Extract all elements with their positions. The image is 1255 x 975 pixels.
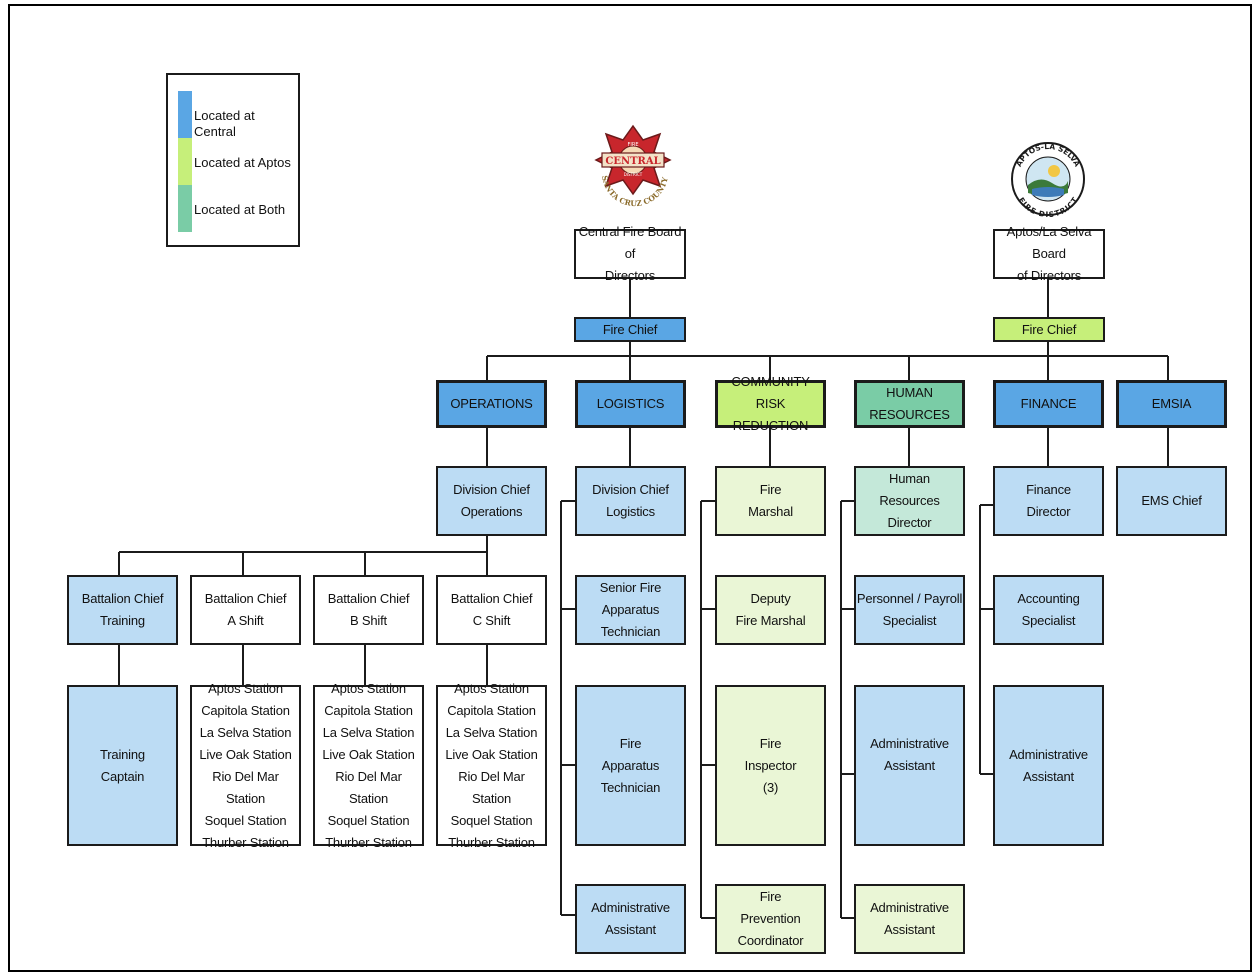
legend-swatch-both: [178, 185, 192, 232]
central-fire-chief-box: Fire Chief: [574, 317, 686, 342]
aptos-board-box: Aptos/La Selva Board of Directors: [993, 224, 1105, 283]
dept-operations: OPERATIONS: [436, 380, 547, 428]
battalion-chief-c-shift: Battalion Chief C Shift: [436, 575, 547, 645]
finance-administrative-assistant: Administrative Assistant: [993, 685, 1104, 846]
stations-b-shift: Aptos Station Capitola Station La Selva …: [313, 681, 424, 850]
dept-finance: FINANCE: [993, 380, 1104, 428]
fire-inspector: Fire Inspector (3): [715, 685, 826, 846]
dept-community-risk-reduction: COMMUNITY RISK REDUCTION: [715, 374, 826, 433]
accounting-specialist: Accounting Specialist: [993, 575, 1104, 645]
fire-marshal: Fire Marshal: [715, 466, 826, 536]
senior-fire-apparatus-technician: Senior Fire Apparatus Technician: [575, 575, 686, 645]
legend: Located at Central Located at Aptos Loca…: [166, 73, 300, 247]
stations-c-shift: Aptos Station Capitola Station La Selva …: [436, 681, 547, 850]
aptos-la-selva-logo: APTOS-LA SELVA FIRE DISTRICT: [1011, 142, 1085, 217]
central-board-box: Central Fire Board of Directors: [574, 224, 686, 283]
division-chief-operations: Division Chief Operations: [436, 466, 547, 536]
hr-administrative-assistant-aptos: Administrative Assistant: [854, 884, 965, 954]
division-chief-logistics: Division Chief Logistics: [575, 466, 686, 536]
dept-logistics: LOGISTICS: [575, 380, 686, 428]
central-logo-top: FIRE: [628, 142, 639, 148]
hr-administrative-assistant-central: Administrative Assistant: [854, 685, 965, 846]
human-resources-director: Human Resources Director: [854, 466, 965, 536]
logistics-administrative-assistant: Administrative Assistant: [575, 884, 686, 954]
legend-swatch-central: [178, 91, 192, 138]
battalion-chief-training: Battalion Chief Training: [67, 575, 178, 645]
central-logo-sub: DISTRICT: [624, 172, 643, 177]
stations-a-shift: Aptos Station Capitola Station La Selva …: [190, 681, 301, 850]
battalion-chief-a-shift: Battalion Chief A Shift: [190, 575, 301, 645]
chart-frame: [8, 4, 1252, 972]
ems-chief: EMS Chief: [1116, 466, 1227, 536]
deputy-fire-marshal: Deputy Fire Marshal: [715, 575, 826, 645]
dept-emsia: EMSIA: [1116, 380, 1227, 428]
dept-human-resources: HUMAN RESOURCES: [854, 380, 965, 428]
finance-director: Finance Director: [993, 466, 1104, 536]
training-captain: Training Captain: [67, 685, 178, 846]
legend-label-aptos: Located at Aptos: [194, 155, 291, 170]
fire-apparatus-technician: Fire Apparatus Technician: [575, 685, 686, 846]
fire-prevention-coordinator: Fire Prevention Coordinator: [715, 884, 826, 954]
legend-label-both: Located at Both: [194, 202, 286, 217]
legend-swatch-aptos: [178, 138, 192, 185]
battalion-chief-b-shift: Battalion Chief B Shift: [313, 575, 424, 645]
aptos-fire-chief-box: Fire Chief: [993, 317, 1105, 342]
central-logo-name: CENTRAL: [605, 156, 660, 167]
central-fire-logo: CENTRAL FIRE DISTRICT SANTA CRUZ COUNTY: [594, 124, 672, 208]
personnel-payroll-specialist: Personnel / Payroll Specialist: [854, 575, 965, 645]
legend-label-central: Located at Central: [194, 108, 255, 139]
